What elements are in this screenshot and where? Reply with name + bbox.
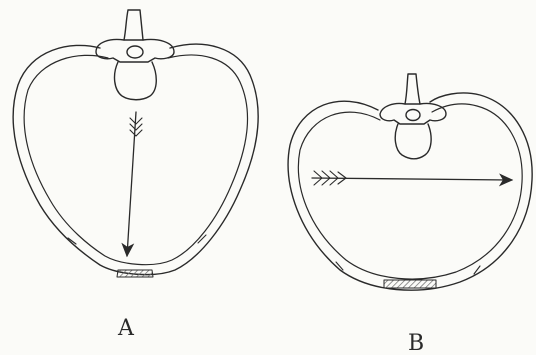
figure-a-vertebra <box>96 10 174 100</box>
figure-b-inner-contour <box>298 104 522 279</box>
figure-a-arrow <box>127 112 142 256</box>
figure-b: B <box>288 74 532 355</box>
figure-a-label: A <box>117 316 135 341</box>
figure-b-vertebra <box>380 74 446 159</box>
figure-b-outer-contour <box>288 93 532 290</box>
figure-a: A <box>13 10 258 341</box>
figure-b-sternum <box>384 280 436 288</box>
figure-b-arrow <box>312 171 512 185</box>
figure-a-inner-contour <box>24 55 247 265</box>
figure-b-label: B <box>408 331 424 355</box>
figure-a-outer-contour <box>13 44 258 274</box>
figure-a-sternum <box>117 270 153 277</box>
